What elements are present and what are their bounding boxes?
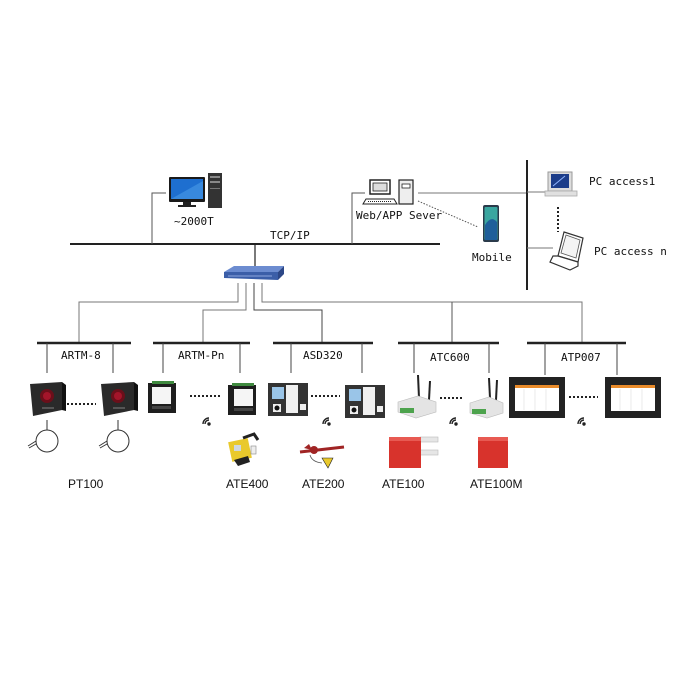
artmpn-device-1	[148, 381, 176, 413]
artmpn-device-2	[228, 383, 256, 415]
ate100-sensor-icon	[389, 436, 439, 468]
sensor-label-ate400: ATE400	[226, 477, 269, 491]
workstation-link	[151, 192, 166, 244]
workstation-label: ~2000T	[174, 215, 214, 228]
pc-access-1-label: PC access1	[589, 175, 656, 188]
sensor-label-ate100m: ATE100M	[470, 477, 523, 491]
switch-to-artm8	[78, 283, 239, 343]
ate100m-sensor-icon	[478, 437, 508, 468]
pc-access-n-label: PC access n	[594, 245, 667, 258]
group-drops	[46, 343, 618, 375]
atp007-device-1	[509, 377, 565, 418]
server-computer-icon	[362, 179, 414, 205]
asd320-device-1	[268, 383, 308, 416]
sensor-label-ate200: ATE200	[302, 477, 345, 491]
wifi-icon	[202, 417, 586, 426]
pt100-probe-icon	[27, 420, 130, 453]
laptop-icon	[549, 231, 584, 271]
ate400-sensor-icon	[228, 432, 260, 466]
smartphone-icon	[483, 205, 499, 242]
desktop-pc-icon	[544, 171, 578, 197]
server-mobile-wireless	[417, 200, 479, 228]
switch-to-atc600-atp007	[261, 283, 583, 343]
server-label: Web/APP Sever	[356, 209, 443, 222]
tcp-ip-label: TCP/IP	[270, 229, 310, 242]
mobile-label: Mobile	[472, 251, 512, 264]
atp007-device-2	[605, 377, 661, 418]
artm8-device-1	[30, 382, 66, 416]
artm8-device-2	[101, 382, 138, 416]
switch-to-asd320	[253, 283, 323, 343]
sensor-label-ate100: ATE100	[382, 477, 425, 491]
group-label-atc600: ATC600	[430, 351, 470, 364]
atc600-device-2	[469, 377, 504, 419]
group-label-artmpn: ARTM-Pn	[178, 349, 225, 362]
desktop-computer-icon	[169, 173, 222, 208]
group-label-artm8: ARTM-8	[61, 349, 101, 362]
switch-to-artmpn	[202, 283, 247, 343]
atc600-device-1	[397, 374, 437, 419]
group-label-atp007: ATP007	[561, 351, 601, 364]
network-switch-icon	[224, 266, 284, 280]
ate200-sensor-icon	[299, 444, 345, 469]
asd320-device-2	[345, 385, 385, 418]
sensor-label-pt100: PT100	[68, 477, 104, 491]
server-link	[351, 192, 365, 244]
group-label-asd320: ASD320	[303, 349, 343, 362]
